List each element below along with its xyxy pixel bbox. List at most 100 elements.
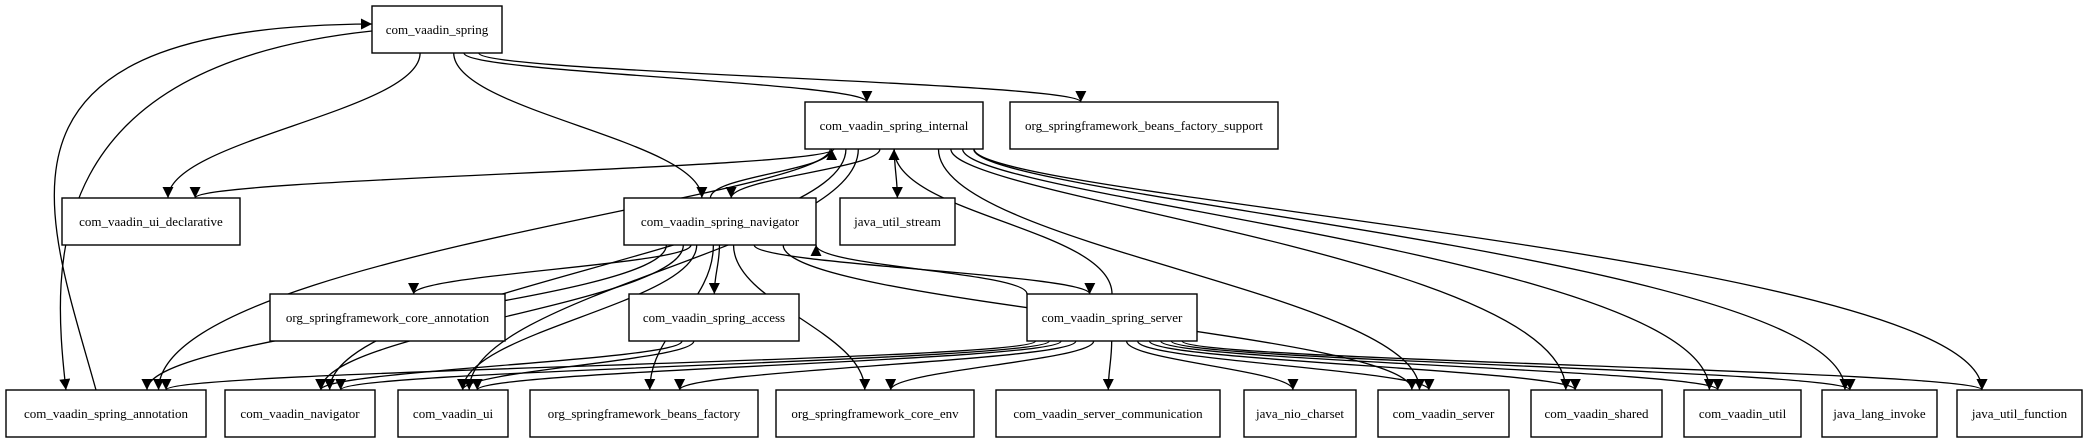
node-box: [269, 293, 506, 342]
edge-line: [1125, 340, 1299, 391]
node-java_nio_charset[interactable]: java_nio_charset: [1243, 389, 1357, 438]
node-label: org_springframework_core_env: [791, 406, 959, 421]
node-box: [1243, 389, 1357, 438]
edge-line: [53, 18, 373, 391]
edge-line: [463, 148, 859, 391]
node-label: com_vaadin_server_communication: [1013, 406, 1203, 421]
node-label: com_vaadin_ui: [413, 406, 494, 421]
edge-com_vaadin_spring_server-to-com_vaadin_navigator: [335, 340, 1050, 391]
edge-line: [973, 148, 1988, 391]
edge-com_vaadin_spring_internal-to-java_util_function: [973, 148, 1988, 391]
node-label: com_vaadin_shared: [1545, 406, 1649, 421]
node-com_vaadin_util[interactable]: com_vaadin_util: [1683, 389, 1802, 438]
node-com_vaadin_ui_declarative[interactable]: com_vaadin_ui_declarative: [61, 197, 241, 246]
node-com_vaadin_spring_annotation[interactable]: com_vaadin_spring_annotation: [5, 389, 207, 438]
node-box: [5, 389, 207, 438]
edge-com_vaadin_spring_internal-to-com_vaadin_navigator: [324, 148, 847, 391]
node-label: com_vaadin_spring_internal: [820, 118, 969, 133]
edge-com_vaadin_spring-to-com_vaadin_spring_annotation: [59, 30, 373, 391]
edge-com_vaadin_spring_server-to-java_nio_charset: [1125, 340, 1299, 391]
edge-com_vaadin_spring_server-to-com_vaadin_server: [1136, 340, 1435, 391]
edge-line: [1181, 340, 1988, 391]
edge-line: [810, 244, 1028, 295]
edge-line: [463, 52, 873, 103]
node-box: [1956, 389, 2083, 438]
edge-com_vaadin_spring_internal-to-com_vaadin_server: [937, 148, 1425, 391]
node-label: com_vaadin_navigator: [240, 406, 360, 421]
edge-layer: [53, 18, 1988, 391]
node-label: org_springframework_core_annotation: [286, 310, 490, 325]
edge-line: [59, 30, 373, 391]
edge-com_vaadin_spring-to-com_vaadin_ui_declarative: [162, 52, 421, 199]
node-java_lang_invoke[interactable]: java_lang_invoke: [1821, 389, 1938, 438]
edge-line: [408, 244, 692, 295]
edge-com_vaadin_spring_server-to-com_vaadin_spring_navigator: [810, 244, 1028, 295]
edge-com_vaadin_spring_internal-to-com_vaadin_ui: [463, 148, 859, 391]
node-box: [1009, 101, 1279, 150]
edge-line: [162, 52, 421, 199]
node-box: [628, 293, 800, 342]
edge-line: [457, 244, 698, 391]
node-org_springframework_beans_factory_support[interactable]: org_springframework_beans_factory_suppor…: [1009, 101, 1279, 150]
node-org_springframework_core_env[interactable]: org_springframework_core_env: [775, 389, 975, 438]
node-label: org_springframework_beans_factory: [548, 406, 741, 421]
node-java_util_function[interactable]: java_util_function: [1956, 389, 2083, 438]
edge-line: [1160, 340, 1724, 391]
node-box: [224, 389, 376, 438]
edge-line: [674, 340, 1077, 391]
node-label: com_vaadin_ui_declarative: [79, 214, 223, 229]
node-box: [775, 389, 975, 438]
node-org_springframework_core_annotation[interactable]: org_springframework_core_annotation: [269, 293, 506, 342]
edge-com_vaadin_spring_server-to-org_springframework_core_env: [885, 340, 1095, 391]
edge-com_vaadin_spring_server-to-java_util_function: [1181, 340, 1988, 391]
node-com_vaadin_server_communication[interactable]: com_vaadin_server_communication: [995, 389, 1221, 438]
edge-line: [973, 148, 1851, 391]
edge-line: [950, 148, 1572, 391]
edge-com_vaadin_spring_server-to-com_vaadin_shared: [1148, 340, 1581, 391]
edge-line: [962, 148, 1715, 391]
node-label: com_vaadin_spring: [386, 22, 489, 37]
edge-com_vaadin_spring_server-to-com_vaadin_spring_annotation: [160, 340, 1037, 391]
node-com_vaadin_spring[interactable]: com_vaadin_spring: [371, 5, 503, 54]
node-label: org_springframework_beans_factory_suppor…: [1025, 118, 1263, 133]
edge-com_vaadin_spring_navigator-to-org_springframework_core_annotation: [408, 244, 692, 295]
node-label: com_vaadin_spring_access: [643, 310, 785, 325]
node-com_vaadin_spring_internal[interactable]: com_vaadin_spring_internal: [804, 101, 984, 150]
node-box: [397, 389, 509, 438]
node-box: [623, 197, 817, 246]
edge-line: [708, 244, 721, 295]
node-box: [529, 389, 759, 438]
node-box: [1377, 389, 1510, 438]
node-java_util_stream[interactable]: java_util_stream: [839, 197, 956, 246]
node-box: [1821, 389, 1938, 438]
node-label: java_lang_invoke: [1832, 406, 1926, 421]
node-layer: com_vaadin_spring com_vaadin_spring_inter…: [5, 5, 2083, 438]
node-com_vaadin_spring_navigator[interactable]: com_vaadin_spring_navigator: [623, 197, 817, 246]
node-com_vaadin_navigator[interactable]: com_vaadin_navigator: [224, 389, 376, 438]
edge-com_vaadin_spring_internal-to-com_vaadin_ui_declarative: [189, 148, 835, 199]
edge-com_vaadin_spring_server-to-java_lang_invoke: [1170, 340, 1856, 391]
edge-com_vaadin_spring_server-to-org_springframework_beans_factory: [674, 340, 1077, 391]
node-com_vaadin_spring_server[interactable]: com_vaadin_spring_server: [1026, 293, 1198, 342]
node-box: [1026, 293, 1198, 342]
node-box: [61, 197, 241, 246]
node-label: com_vaadin_spring_navigator: [641, 214, 800, 229]
edge-line: [937, 148, 1425, 391]
edge-com_vaadin_spring_navigator-to-com_vaadin_ui: [457, 244, 698, 391]
node-com_vaadin_server[interactable]: com_vaadin_server: [1377, 389, 1510, 438]
node-org_springframework_beans_factory[interactable]: org_springframework_beans_factory: [529, 389, 759, 438]
edge-com_vaadin_spring_internal-to-com_vaadin_util: [962, 148, 1715, 391]
node-label: java_util_stream: [853, 214, 941, 229]
node-box: [371, 5, 503, 54]
edge-com_vaadin_spring-to-org_springframework_beans_factory_support: [478, 52, 1086, 103]
edge-line: [160, 340, 1037, 391]
edge-com_vaadin_spring_annotation-to-com_vaadin_spring: [53, 18, 373, 391]
node-com_vaadin_shared[interactable]: com_vaadin_shared: [1530, 389, 1663, 438]
node-box: [1683, 389, 1802, 438]
edge-line: [189, 148, 835, 199]
node-com_vaadin_spring_access[interactable]: com_vaadin_spring_access: [628, 293, 800, 342]
node-com_vaadin_ui[interactable]: com_vaadin_ui: [397, 389, 509, 438]
node-label: com_vaadin_util: [1699, 406, 1787, 421]
edge-line: [471, 340, 1062, 391]
